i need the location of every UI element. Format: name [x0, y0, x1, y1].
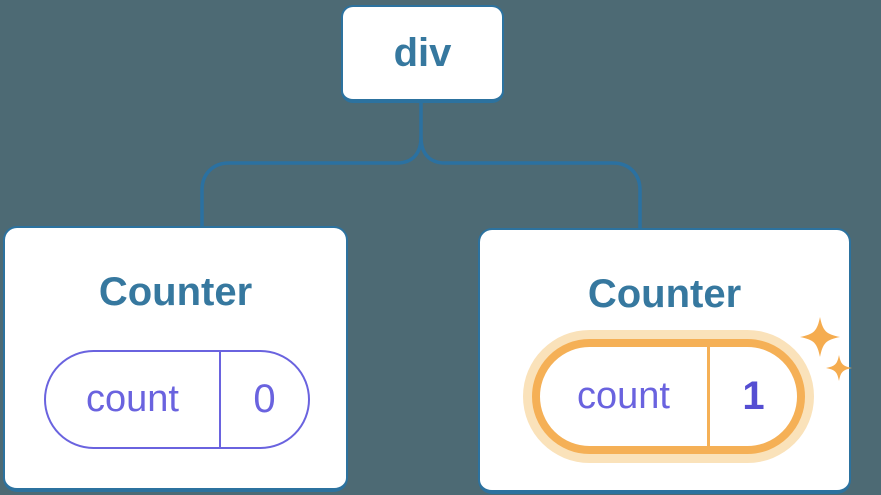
state-value: 1: [742, 374, 765, 418]
pill-divider: [707, 347, 710, 446]
state-pill-count-1-highlighted: count 1: [532, 339, 805, 454]
connector-right-branch: [419, 136, 642, 228]
counter-card-left: Counter count 0: [3, 226, 348, 492]
component-title: Counter: [98, 270, 253, 314]
state-value: 0: [253, 377, 276, 421]
root-node-label: div: [393, 30, 452, 75]
root-node-div: div: [341, 5, 504, 103]
component-title: Counter: [587, 272, 742, 316]
connector-left-branch: [200, 103, 423, 226]
pill-divider: [219, 352, 221, 447]
counter-card-right: Counter count 1: [478, 228, 851, 494]
state-name-label: count: [86, 378, 179, 420]
state-pill-count-0: count 0: [44, 350, 310, 449]
state-name-label: count: [577, 375, 670, 417]
